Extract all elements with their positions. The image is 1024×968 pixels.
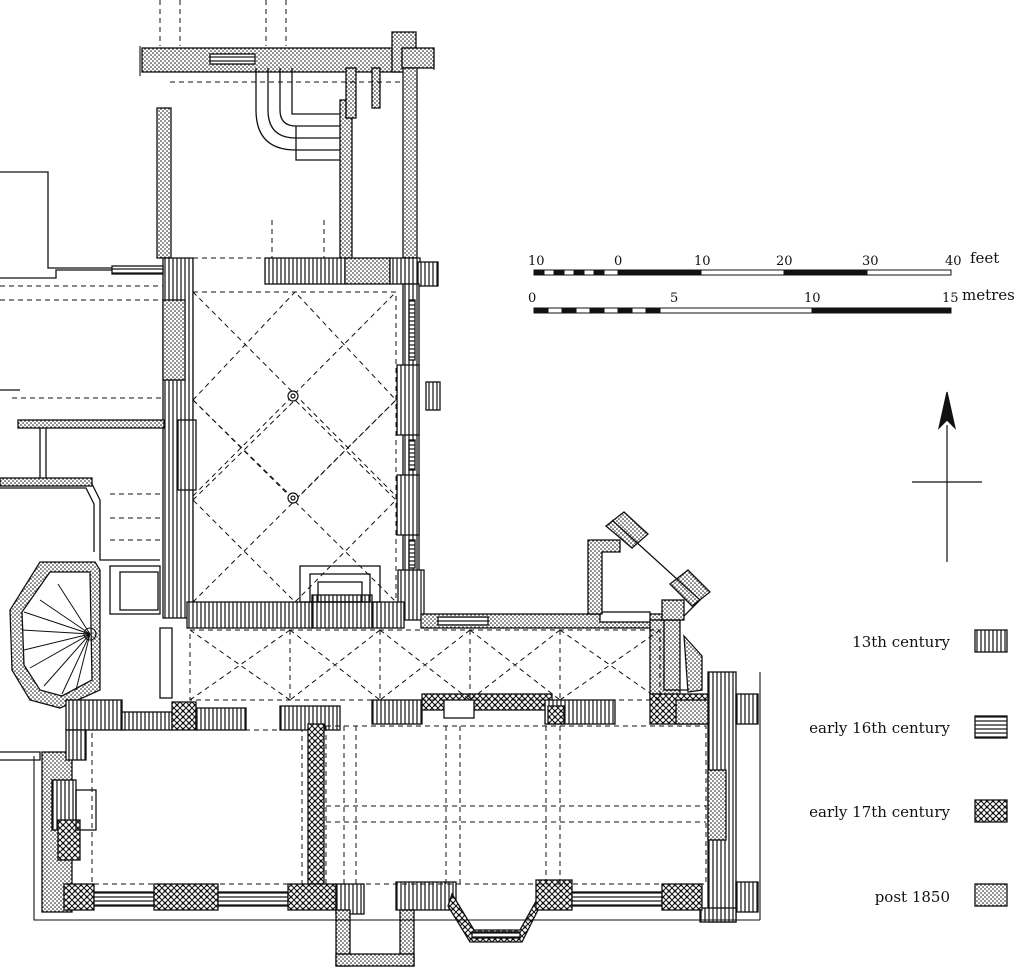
metre-tick-label: 10 xyxy=(804,291,821,306)
north-arrow-icon xyxy=(912,391,982,562)
legend-swatch-13th-century xyxy=(974,629,1008,653)
legend: 13th century early 16th century early 17… xyxy=(809,629,1008,907)
scale-bar: 10 0 10 20 30 40 feet 0 5 10 15 metres xyxy=(528,249,1015,314)
feet-tick-label: 10 xyxy=(694,254,711,269)
legend-swatch-early-17th-century xyxy=(974,799,1008,823)
metre-tick-label: 15 xyxy=(942,291,959,306)
legend-swatch-post-1850 xyxy=(974,883,1008,907)
feet-unit-label: feet xyxy=(970,249,999,267)
column-bases xyxy=(287,390,299,504)
legend-swatch-early-16th-century xyxy=(974,715,1008,739)
metre-unit-label: metres xyxy=(962,286,1015,304)
plan-walls xyxy=(0,31,761,967)
legend-label: post 1850 xyxy=(875,888,950,906)
metre-tick-label: 5 xyxy=(670,291,678,306)
vault-lines xyxy=(0,0,707,885)
metre-tick-label: 0 xyxy=(528,291,536,306)
legend-label: early 17th century xyxy=(809,803,950,821)
feet-tick-label: 0 xyxy=(614,254,622,269)
feet-tick-label: 20 xyxy=(776,254,793,269)
feet-tick-label: 10 xyxy=(528,254,545,269)
feet-tick-label: 30 xyxy=(862,254,879,269)
feet-tick-label: 40 xyxy=(945,254,962,269)
legend-label: early 16th century xyxy=(809,719,950,737)
legend-label: 13th century xyxy=(852,633,950,651)
